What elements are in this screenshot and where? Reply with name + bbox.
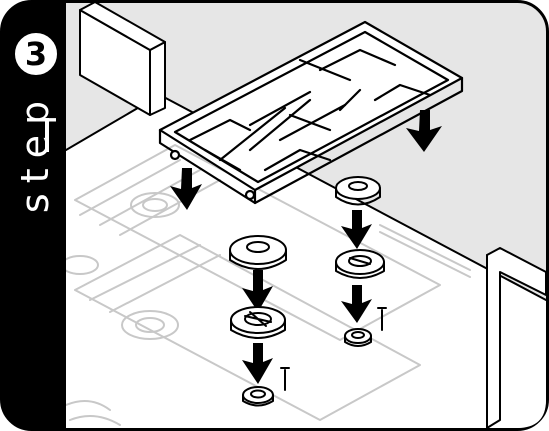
- pan-support-grid-icon: [158, 20, 464, 205]
- burner-crown-icon: [335, 249, 385, 279]
- step-sidebar: 3 step: [2, 2, 66, 429]
- step-label: step: [13, 90, 57, 214]
- step-number-badge: 3: [12, 30, 60, 78]
- side-wall-panel: [486, 247, 546, 428]
- burner-crown-icon: [230, 306, 286, 339]
- arrow-down-icon: [341, 285, 372, 323]
- step-number: 3: [24, 35, 48, 73]
- back-wall-panel: [79, 2, 166, 116]
- burner-base-icon: [242, 386, 274, 407]
- burner-base-icon: [344, 328, 372, 347]
- left-burner-stack: [229, 235, 290, 407]
- arrow-down-icon: [406, 110, 442, 152]
- arrow-down-icon: [242, 343, 273, 384]
- step-label-underline: [45, 118, 49, 152]
- arrow-down-icon: [170, 168, 202, 210]
- burner-cap-icon: [335, 176, 381, 206]
- burner-cap-icon: [229, 235, 287, 270]
- right-burner-stack: [335, 176, 387, 347]
- arrow-down-icon: [242, 270, 273, 312]
- arrow-down-icon: [341, 210, 372, 249]
- hob-assembly-illustration: [66, 2, 546, 428]
- installed-grids: [66, 144, 471, 426]
